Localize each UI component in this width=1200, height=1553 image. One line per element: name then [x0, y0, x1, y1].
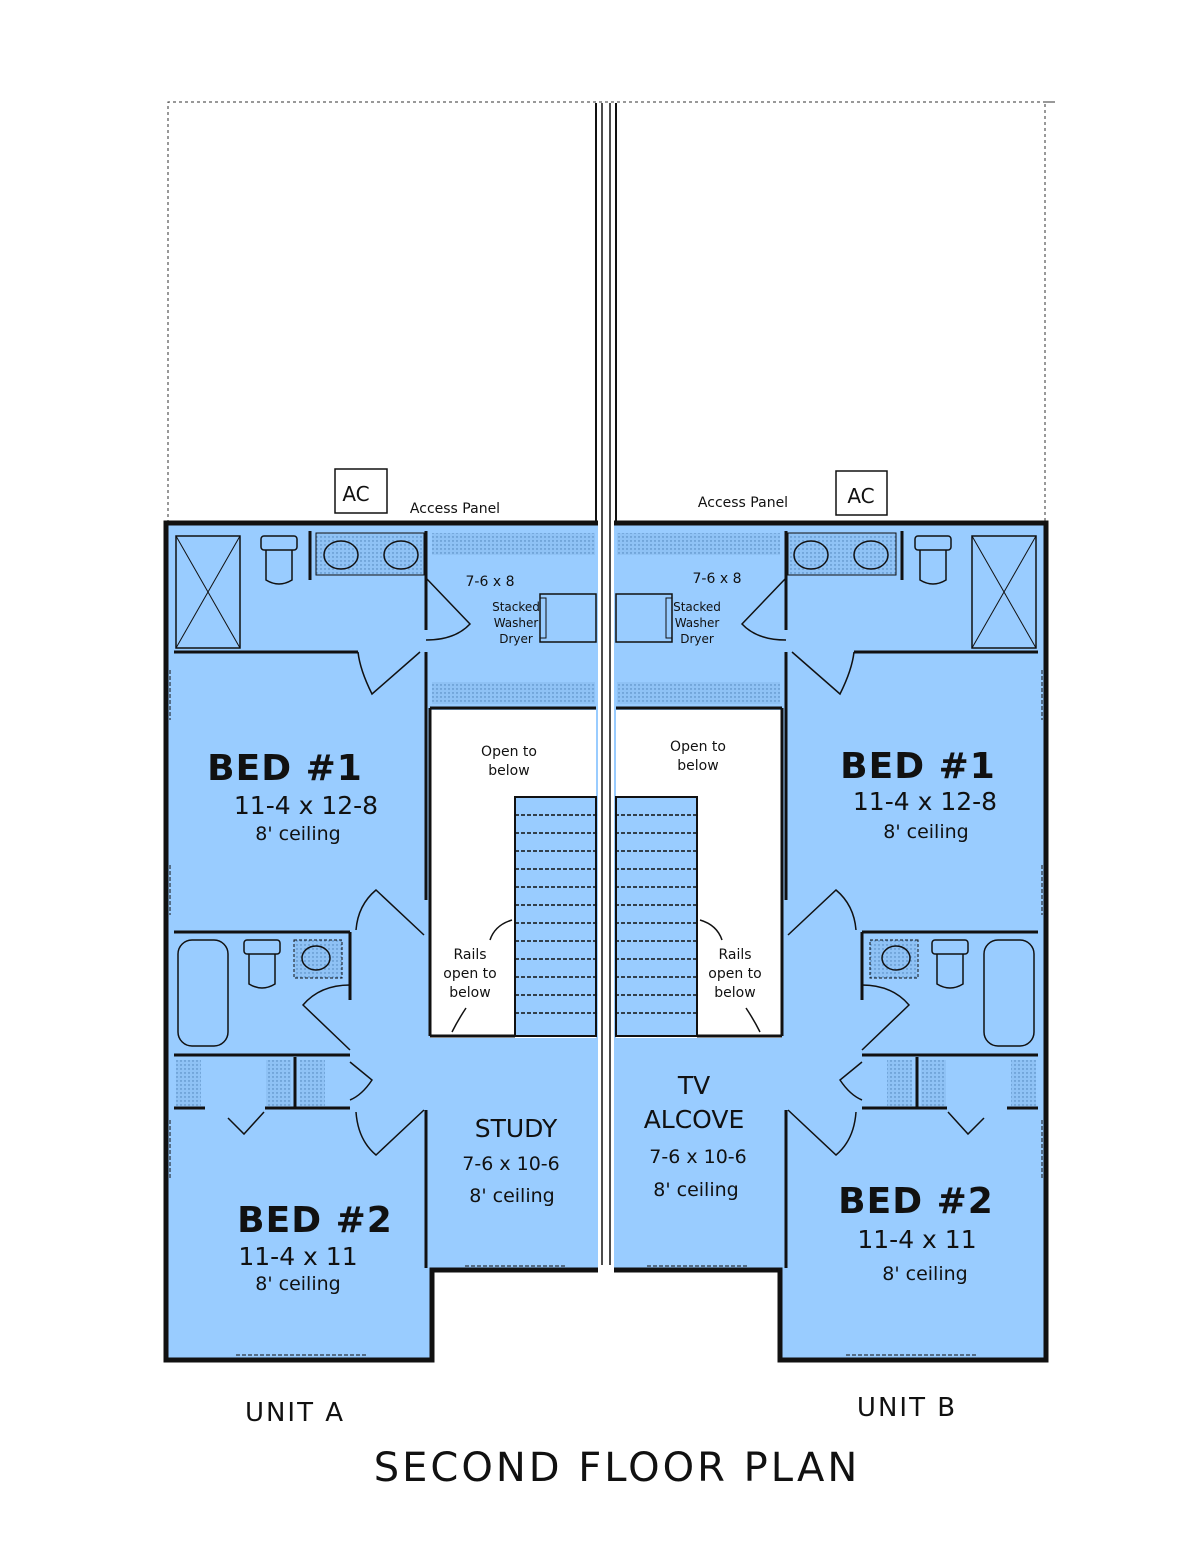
ac-label: AC: [847, 484, 874, 508]
tv-alcove-dim: 7-6 x 10-6: [649, 1146, 746, 1168]
rails-label: open to: [443, 966, 496, 982]
party-wall: [595, 103, 617, 1269]
unit-b-plan: [614, 523, 1047, 1360]
study-ceiling: 8' ceiling: [469, 1185, 554, 1207]
open-to-below-label: Open to: [670, 739, 726, 755]
study-dim: 7-6 x 10-6: [462, 1153, 559, 1175]
laundry-label: Dryer: [499, 632, 533, 646]
rails-label: Rails: [718, 947, 751, 963]
ac-unit-a: [334, 468, 388, 514]
ac-unit-b: [835, 470, 888, 516]
unit-b-labels: AC Access Panel 7-6 x 8 Stacked Washer D…: [644, 484, 997, 1423]
rails-label: below: [449, 985, 490, 1001]
study-name: STUDY: [475, 1114, 558, 1143]
bed2-ceiling: 8' ceiling: [882, 1263, 967, 1285]
plan-title: SECOND FLOOR PLAN: [374, 1445, 860, 1491]
laundry-label: Dryer: [680, 632, 714, 646]
tv-alcove-ceiling: 8' ceiling: [653, 1179, 738, 1201]
laundry-label: Washer: [494, 616, 539, 630]
unit-b-label: UNIT B: [857, 1393, 957, 1423]
bed1-dim: 11-4 x 12-8: [234, 791, 378, 820]
bed1-ceiling: 8' ceiling: [255, 823, 340, 845]
unit-a-label: UNIT A: [245, 1398, 345, 1428]
rails-label: open to: [708, 966, 761, 982]
access-panel-label: Access Panel: [698, 495, 788, 511]
access-panel-label: Access Panel: [410, 501, 500, 517]
bed1-dim: 11-4 x 12-8: [853, 787, 997, 816]
laundry-label: Stacked: [673, 600, 721, 614]
bed2-name: BED #2: [237, 1200, 393, 1241]
bed2-dim: 11-4 x 11: [238, 1242, 357, 1271]
open-to-below-label: below: [488, 763, 529, 779]
laundry-dim: 7-6 x 8: [693, 571, 742, 587]
property-line: [167, 101, 1055, 523]
rails-label: below: [714, 985, 755, 1001]
laundry-label: Stacked: [492, 600, 540, 614]
open-to-below-label: Open to: [481, 744, 537, 760]
rails-label: Rails: [453, 947, 486, 963]
bed1-ceiling: 8' ceiling: [883, 821, 968, 843]
laundry-dim: 7-6 x 8: [466, 574, 515, 590]
bed2-name: BED #2: [838, 1181, 994, 1222]
laundry-label: Washer: [675, 616, 720, 630]
open-to-below-label: below: [677, 758, 718, 774]
bed2-ceiling: 8' ceiling: [255, 1273, 340, 1295]
tv-alcove-name: ALCOVE: [644, 1105, 745, 1134]
bed2-dim: 11-4 x 11: [857, 1225, 976, 1254]
unit-a-labels: AC Access Panel 7-6 x 8 Stacked Washer D…: [207, 482, 560, 1428]
bed1-name: BED #1: [840, 746, 996, 787]
tv-alcove-name: TV: [677, 1071, 710, 1100]
ac-label: AC: [342, 482, 369, 506]
bed1-name: BED #1: [207, 748, 363, 789]
